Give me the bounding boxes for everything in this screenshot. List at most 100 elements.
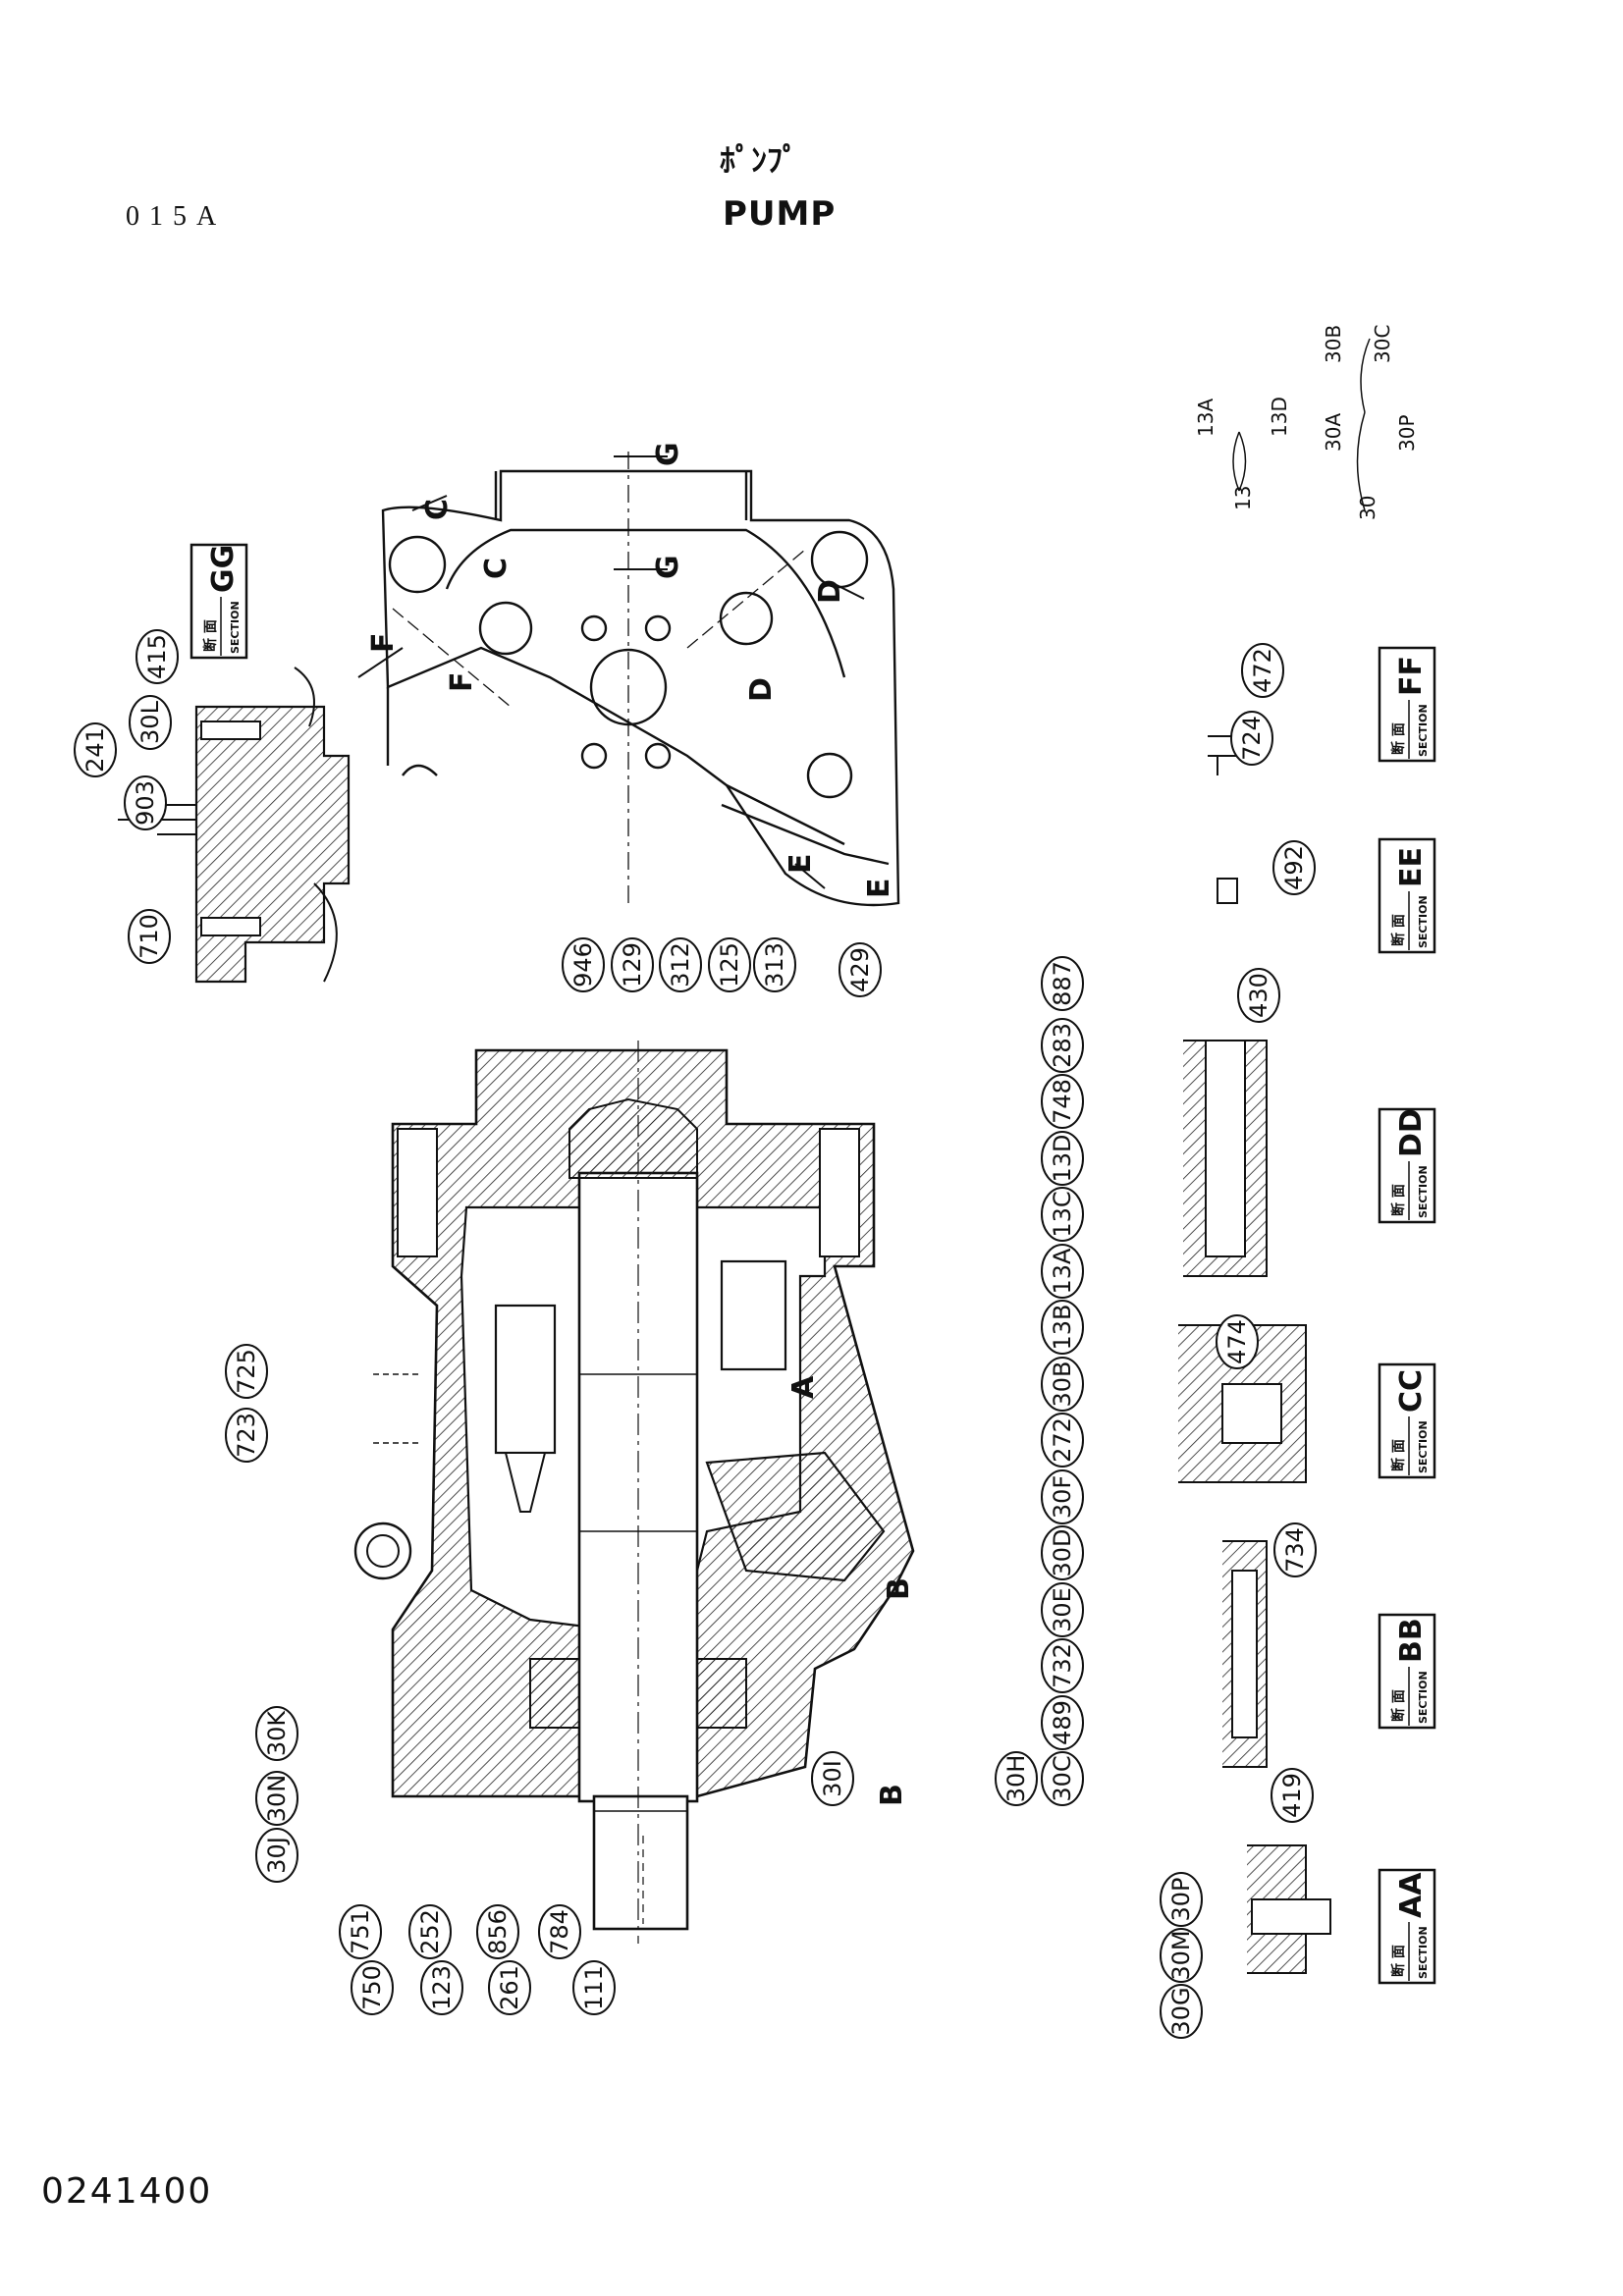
section-label-jp: 断 面 <box>1390 1689 1407 1722</box>
main-cross-section <box>353 1041 915 1944</box>
callout-label: 30N <box>263 1775 291 1823</box>
callout-30h: 30H <box>995 1751 1038 1806</box>
callout-label: 784 <box>546 1909 573 1954</box>
section-label-jp: 断 面 <box>202 619 219 652</box>
section-code: EE <box>1394 847 1429 887</box>
callout-label: 30J <box>263 1837 291 1874</box>
section-code: FF <box>1394 656 1429 696</box>
callout-13d: 13D <box>1041 1131 1084 1186</box>
callout-723: 723 <box>225 1408 268 1463</box>
callout-750: 750 <box>351 1960 394 2015</box>
callout-751: 751 <box>339 1904 382 1959</box>
callout-label: 903 <box>132 780 159 826</box>
callout-label: 732 <box>1049 1643 1076 1688</box>
callout-label: 723 <box>233 1413 260 1458</box>
callout-30l: 30L <box>129 695 172 750</box>
callout-label: 492 <box>1280 845 1308 890</box>
callout-label: 30G <box>1167 1987 1195 2035</box>
section-details-right <box>1178 735 1331 1974</box>
callout-252: 252 <box>408 1904 452 1959</box>
section-label-en: SECTION <box>229 601 242 654</box>
callout-label: 30F <box>1049 1475 1076 1519</box>
section-code: DD <box>1394 1108 1429 1157</box>
callout-312: 312 <box>659 937 702 992</box>
callout-label: 751 <box>347 1909 374 1954</box>
callout-30p: 30P <box>1160 1872 1203 1927</box>
svg-text:C: C <box>479 558 514 579</box>
callout-label: 489 <box>1049 1700 1076 1745</box>
callout-label: 856 <box>484 1909 512 1954</box>
svg-text:G: G <box>651 442 685 466</box>
svg-text:B: B <box>875 1784 909 1806</box>
svg-text:B: B <box>882 1577 916 1600</box>
section-code: BB <box>1394 1618 1429 1663</box>
callout-label: 429 <box>846 947 874 992</box>
section-label-jp: 断 面 <box>1390 1945 1407 1977</box>
callout-129: 129 <box>611 937 654 992</box>
callout-784: 784 <box>538 1904 581 1959</box>
callout-30j: 30J <box>255 1828 298 1883</box>
callout-label: 419 <box>1278 1773 1306 1818</box>
callout-label: 30P <box>1167 1877 1195 1921</box>
svg-text:A: A <box>786 1375 821 1399</box>
callout-label: 750 <box>358 1965 386 2010</box>
callout-415: 415 <box>135 629 179 684</box>
callout-30m: 30M <box>1160 1928 1203 1983</box>
callout-111: 111 <box>572 1960 616 2015</box>
svg-text:F: F <box>366 633 401 654</box>
callout-label: 748 <box>1049 1079 1076 1124</box>
svg-text:13D: 13D <box>1268 397 1291 437</box>
callout-30g: 30G <box>1160 1984 1203 2039</box>
callout-946: 946 <box>562 937 605 992</box>
callout-30b: 30B <box>1041 1357 1084 1412</box>
callout-label: 252 <box>416 1909 444 1954</box>
section-label-jp: 断 面 <box>1390 722 1407 755</box>
callout-label: 283 <box>1049 1023 1076 1068</box>
callout-30k: 30K <box>255 1706 298 1761</box>
section-label-en: SECTION <box>1417 895 1430 948</box>
callout-123: 123 <box>420 1960 463 2015</box>
section-label-en: SECTION <box>1417 1420 1430 1473</box>
svg-text:30C: 30C <box>1371 325 1394 363</box>
callout-30n: 30N <box>255 1771 298 1826</box>
callout-label: 472 <box>1249 648 1276 693</box>
section-code: GG <box>206 545 241 593</box>
callout-label: 30E <box>1049 1587 1076 1632</box>
document-number: 0241400 <box>41 2171 213 2212</box>
section-label-gg: 断 面 SECTION GG <box>189 543 248 660</box>
callout-label: 272 <box>1049 1417 1076 1463</box>
callout-13c: 13C <box>1041 1187 1084 1242</box>
callout-283: 283 <box>1041 1018 1084 1073</box>
callout-label: 710 <box>135 914 163 959</box>
callout-125: 125 <box>708 937 751 992</box>
callout-472: 472 <box>1241 643 1284 698</box>
callout-label: 123 <box>428 1965 456 2010</box>
callout-label: 30D <box>1049 1528 1076 1576</box>
callout-241: 241 <box>74 722 117 777</box>
page-code: 015A <box>126 201 227 232</box>
section-label-en: SECTION <box>1417 1926 1430 1979</box>
svg-text:C: C <box>420 499 455 520</box>
callout-489: 489 <box>1041 1695 1084 1750</box>
callout-429: 429 <box>839 942 882 997</box>
callout-label: 312 <box>667 942 694 988</box>
svg-text:G: G <box>651 555 685 579</box>
callout-label: 724 <box>1238 716 1266 761</box>
pump-end-view <box>357 452 900 907</box>
callout-label: 13D <box>1049 1134 1076 1182</box>
svg-text:30: 30 <box>1356 496 1380 520</box>
callout-261: 261 <box>488 1960 531 2015</box>
svg-text:E: E <box>784 854 818 875</box>
svg-text:13A: 13A <box>1194 399 1217 437</box>
callout-label: 261 <box>496 1965 523 2010</box>
svg-text:30B: 30B <box>1322 325 1345 363</box>
section-label-jp: 断 面 <box>1390 1184 1407 1216</box>
callout-313: 313 <box>753 937 796 992</box>
callout-724: 724 <box>1230 711 1273 766</box>
callout-label: 30I <box>819 1760 846 1797</box>
callout-856: 856 <box>476 1904 519 1959</box>
